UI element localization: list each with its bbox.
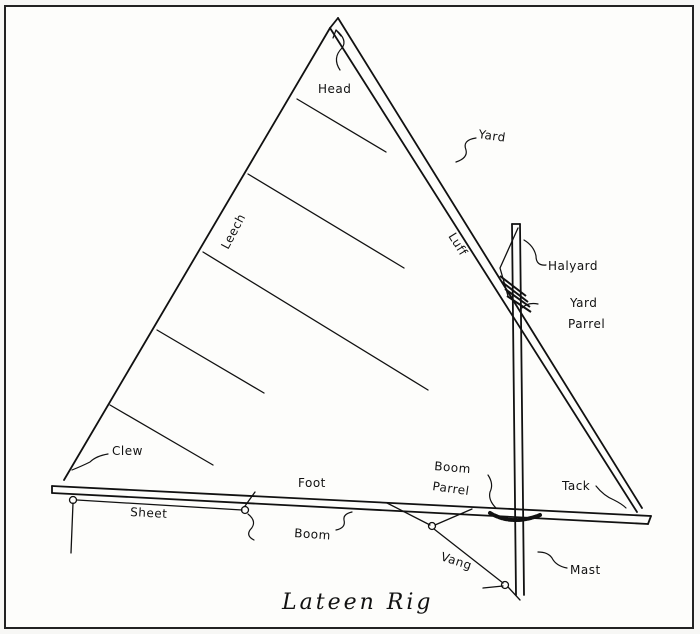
halyard-leader xyxy=(523,239,547,266)
mast-leader xyxy=(537,551,568,569)
label-yard: Yard xyxy=(477,127,507,145)
label-tack: Tack xyxy=(561,479,590,493)
seam-3 xyxy=(202,251,429,391)
label-halyard: Halyard xyxy=(548,259,598,273)
head-arrowhead xyxy=(332,29,342,39)
leader-lines xyxy=(71,29,627,569)
sail-leech-edge xyxy=(63,27,331,481)
seam-2 xyxy=(247,173,405,269)
yard-parrel-leader xyxy=(521,302,539,309)
sheet-rigging xyxy=(68,491,256,554)
boom-parrel xyxy=(488,511,542,522)
label-yard-parrel-line1: Yard xyxy=(569,296,597,310)
label-boom-parrel-line2: Parrel xyxy=(432,479,471,498)
label-clew: Clew xyxy=(112,444,143,458)
sail-seams xyxy=(109,98,429,466)
yard-leader xyxy=(455,137,477,163)
yard-spar xyxy=(329,17,643,513)
label-boom: Boom xyxy=(294,526,331,543)
seam-4 xyxy=(156,329,265,394)
seam-1 xyxy=(296,98,387,153)
label-sheet: Sheet xyxy=(130,505,168,521)
label-mast: Mast xyxy=(570,563,601,577)
tack-leader xyxy=(595,485,627,509)
label-head: Head xyxy=(318,82,351,96)
boom-leader xyxy=(335,511,353,531)
diagram-frame xyxy=(4,5,694,629)
label-boom-parrel-line1: Boom xyxy=(434,459,472,476)
boom-spar xyxy=(51,485,652,525)
yard-parrel xyxy=(499,275,532,313)
label-foot: Foot xyxy=(298,476,326,490)
diagram-title: Lateen Rig xyxy=(281,590,433,615)
halyard-line xyxy=(499,227,519,297)
seam-5 xyxy=(109,404,214,466)
label-yard-parrel-line2: Parrel xyxy=(568,317,605,331)
clew-leader xyxy=(71,453,109,471)
vang-rigging xyxy=(386,502,521,601)
boom-parrel-leader xyxy=(487,474,497,509)
